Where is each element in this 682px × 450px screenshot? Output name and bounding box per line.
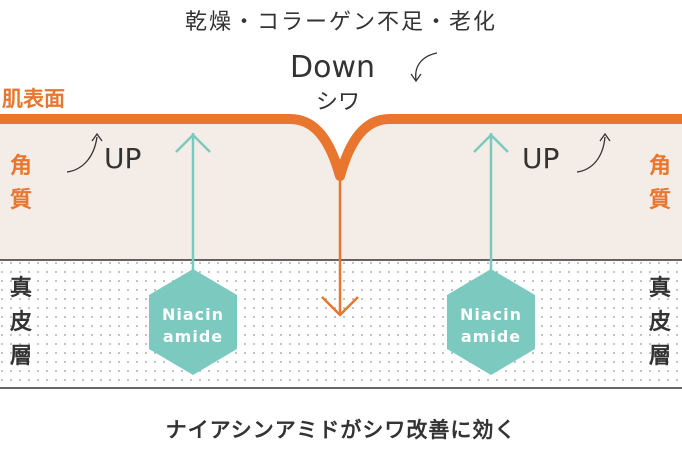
- niacinamide-label-left: Niacin amide: [148, 304, 238, 348]
- niacinamide-line2-right: amide: [446, 326, 536, 348]
- up-label-left: UP: [104, 142, 141, 175]
- caption: ナイアシンアミドがシワ改善に効く: [0, 414, 682, 444]
- niacinamide-line1-left: Niacin: [148, 304, 238, 326]
- niacinamide-line1-right: Niacin: [446, 304, 536, 326]
- down-label: Down: [290, 50, 375, 85]
- stratum-corneum-label-left: 角質: [8, 150, 34, 218]
- stratum-corneum-label-right: 角質: [647, 150, 673, 218]
- up-label-right: UP: [522, 142, 559, 175]
- skin-surface-label: 肌表面: [2, 83, 65, 113]
- niacinamide-line2-left: amide: [148, 326, 238, 348]
- dermis-label-right: 真皮層: [647, 272, 673, 374]
- wrinkle-label: シワ: [316, 84, 360, 116]
- niacinamide-label-right: Niacin amide: [446, 304, 536, 348]
- diagram-title: 乾燥・コラーゲン不足・老化: [0, 4, 682, 36]
- dermis-label-left: 真皮層: [8, 272, 34, 374]
